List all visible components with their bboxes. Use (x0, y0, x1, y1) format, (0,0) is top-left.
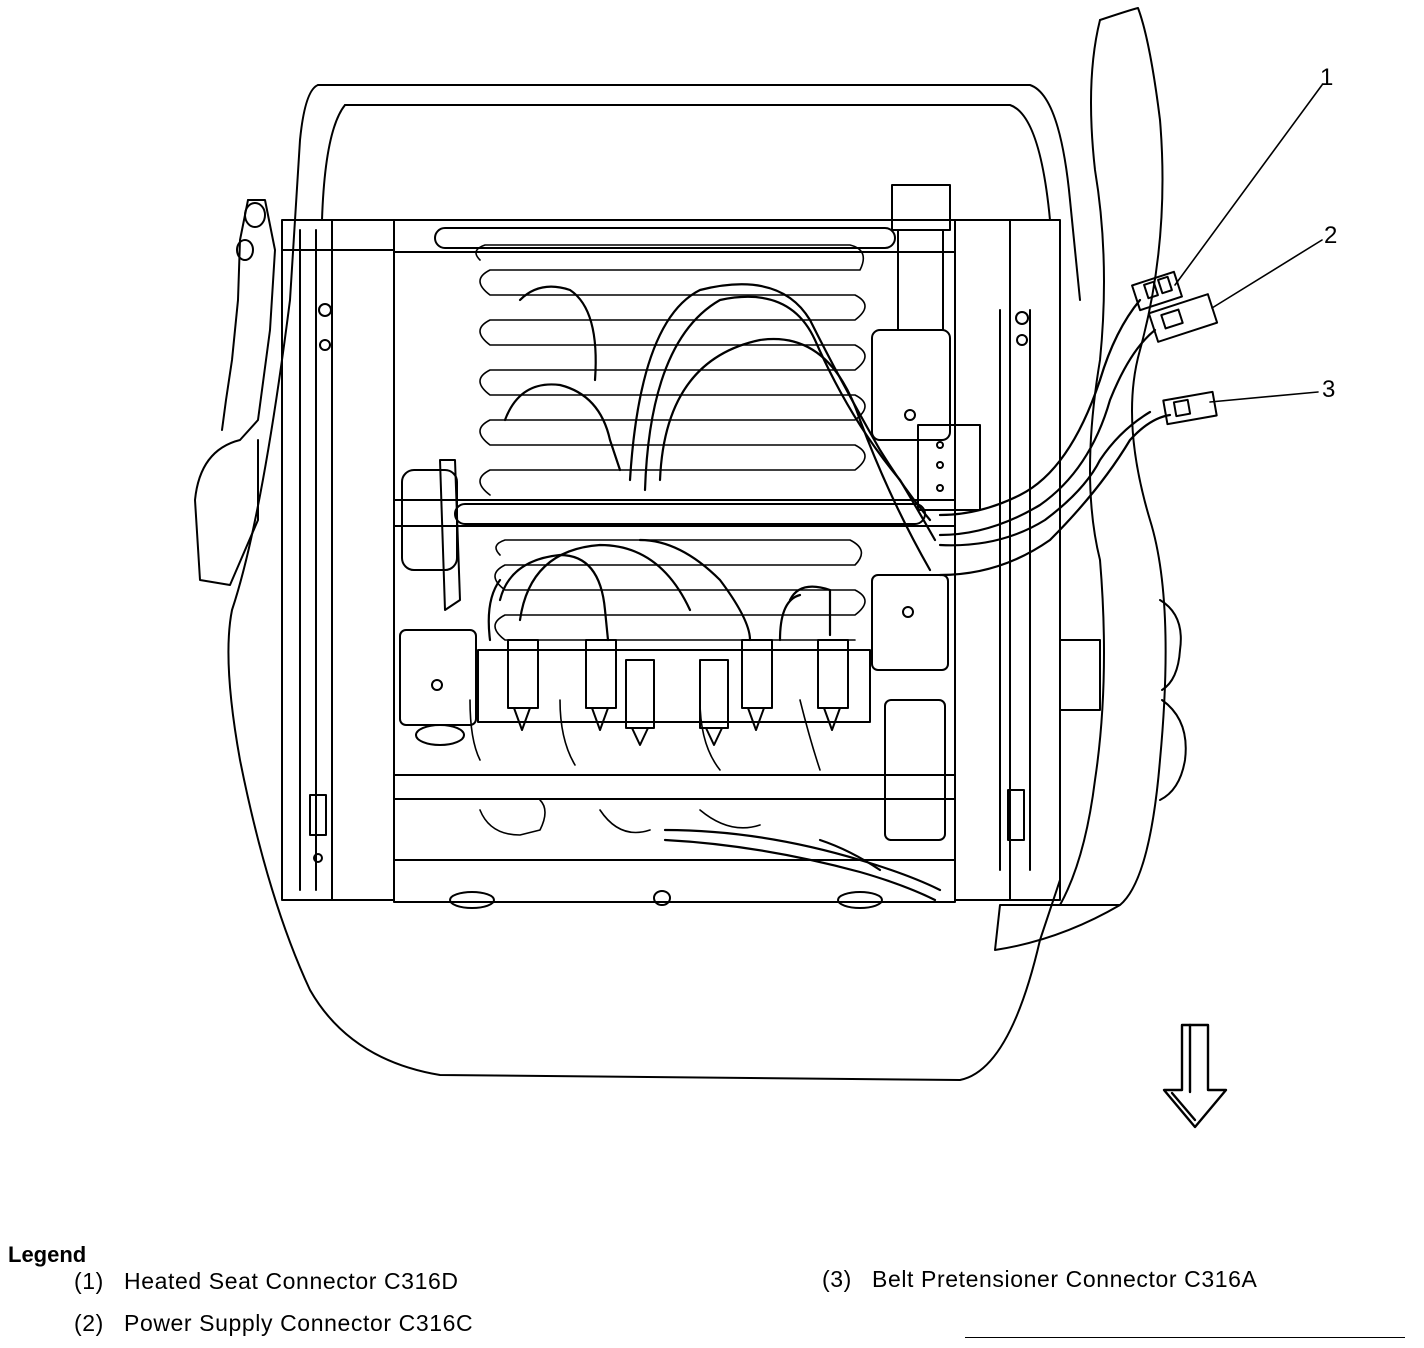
legend-item-label: Heated Seat Connector C316D (124, 1268, 459, 1294)
wire-harness (487, 283, 942, 902)
connector-c316a (1162, 390, 1218, 426)
callout-3: 3 (1322, 376, 1336, 403)
seat-cushion-outline (227, 84, 1081, 1081)
legend-title: Legend (8, 1242, 87, 1267)
legend-item-label: Belt Pretensioner Connector C316A (872, 1266, 1258, 1292)
legend-item-number: (3) (822, 1266, 852, 1292)
right-seat-track (954, 219, 1101, 901)
legend-item-number: (1) (74, 1268, 104, 1294)
connector-lead-wires (938, 298, 1172, 577)
footer-rule (965, 1337, 1405, 1338)
switch-bank (477, 639, 871, 746)
callout-1: 1 (1320, 64, 1334, 91)
arrow-down-icon (1162, 1023, 1228, 1129)
seat-recliner-handle (194, 199, 276, 586)
connector-c316c (1147, 293, 1219, 343)
legend-item-3: (3) Belt Pretensioner Connector C316A (822, 1266, 1257, 1293)
callout-leaders (1174, 84, 1323, 403)
seat-motors (399, 184, 981, 841)
legend-item-1: (1) Heated Seat Connector C316D (74, 1268, 459, 1295)
legend-item-label: Power Supply Connector C316C (124, 1310, 474, 1336)
seat-springs (469, 244, 866, 836)
callout-2: 2 (1324, 222, 1338, 249)
seat-underside-diagram (194, 7, 1323, 1129)
legend-item-number: (2) (74, 1310, 104, 1336)
connector-c316d (1131, 270, 1183, 312)
seat-side-bolster (994, 7, 1187, 951)
left-seat-track (281, 219, 395, 901)
cross-tubes (393, 219, 956, 909)
legend-item-2: (2) Power Supply Connector C316C (74, 1310, 473, 1337)
